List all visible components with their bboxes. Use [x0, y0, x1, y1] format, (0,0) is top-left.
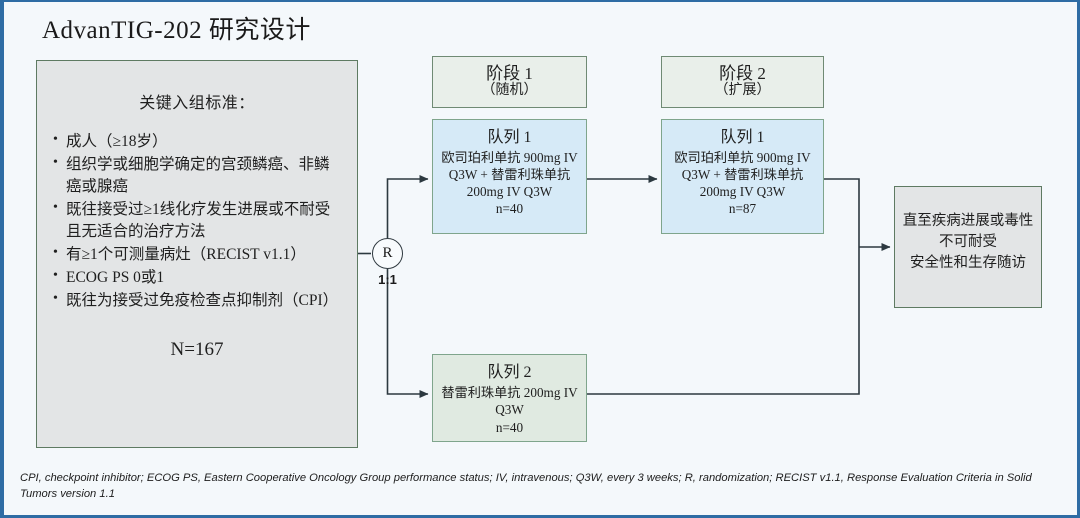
stage2-cohort1-title: 队列 1	[720, 129, 765, 146]
page-title: AdvanTIG-202 研究设计	[42, 17, 311, 44]
criteria-total-n: N=167	[170, 339, 224, 360]
outcome-line-1: 直至疾病进展或毒性	[902, 213, 1034, 229]
randomization-ratio-label: 1:1	[378, 272, 397, 287]
inclusion-criteria-box: 关键入组标准： 成人（≥18岁） 组织学或细胞学确定的宫颈鳞癌、非鳞癌或腺癌 既…	[36, 60, 358, 448]
stage-2-header: 阶段 2 （扩展）	[661, 56, 824, 108]
abbreviations-footnote: CPI, checkpoint inhibitor; ECOG PS, East…	[20, 472, 1032, 501]
stage-1-label: 阶段 1	[486, 63, 533, 83]
stage1-cohort2-title: 队列 2	[487, 364, 532, 381]
list-item: 组织学或细胞学确定的宫颈鳞癌、非鳞癌或腺癌	[53, 153, 343, 198]
criteria-list: 成人（≥18岁） 组织学或细胞学确定的宫颈鳞癌、非鳞癌或腺癌 既往接受过≥1线化…	[37, 130, 357, 313]
list-item: 有≥1个可测量病灶（RECIST v1.1）	[53, 243, 343, 266]
stage2-cohort1-box: 队列 1 欧司珀利单抗 900mg IV Q3W + 替雷利珠单抗 200mg …	[661, 119, 824, 234]
stage2-cohort1-regimen: 欧司珀利单抗 900mg IV Q3W + 替雷利珠单抗 200mg IV Q3…	[674, 149, 811, 199]
treatment-duration-box: 直至疾病进展或毒性 不可耐受 安全性和生存随访	[894, 186, 1042, 308]
stage1-cohort1-box: 队列 1 欧司珀利单抗 900mg IV Q3W + 替雷利珠单抗 200mg …	[432, 119, 587, 234]
stage1-cohort2-n: n=40	[495, 419, 524, 435]
stage-2-label: 阶段 2	[719, 63, 766, 83]
stage1-cohort2-regimen: 替雷利珠单抗 200mg IV Q3W	[441, 384, 578, 417]
stage1-cohort1-n: n=40	[495, 201, 524, 217]
stage-1-sublabel: （随机）	[481, 83, 538, 99]
stage1-cohort2-box: 队列 2 替雷利珠单抗 200mg IV Q3W n=40	[432, 354, 587, 442]
stage1-cohort1-regimen: 欧司珀利单抗 900mg IV Q3W + 替雷利珠单抗 200mg IV Q3…	[441, 149, 578, 199]
stage-1-header: 阶段 1 （随机）	[432, 56, 587, 108]
list-item: 成人（≥18岁）	[53, 130, 343, 153]
stage1-cohort1-title: 队列 1	[487, 129, 532, 146]
list-item: 既往接受过≥1线化疗发生进展或不耐受且无适合的治疗方法	[53, 198, 343, 243]
list-item: 既往为接受过免疫检查点抑制剂（CPI）	[53, 289, 343, 312]
stage2-cohort1-n: n=87	[728, 201, 757, 217]
outcome-line-3: 安全性和生存随访	[910, 255, 1026, 272]
criteria-heading: 关键入组标准：	[139, 95, 255, 112]
outcome-line-2: 不可耐受	[939, 234, 997, 251]
stage-2-sublabel: （扩展）	[714, 83, 771, 99]
list-item: ECOG PS 0或1	[53, 266, 343, 289]
randomization-marker: R	[372, 238, 403, 269]
